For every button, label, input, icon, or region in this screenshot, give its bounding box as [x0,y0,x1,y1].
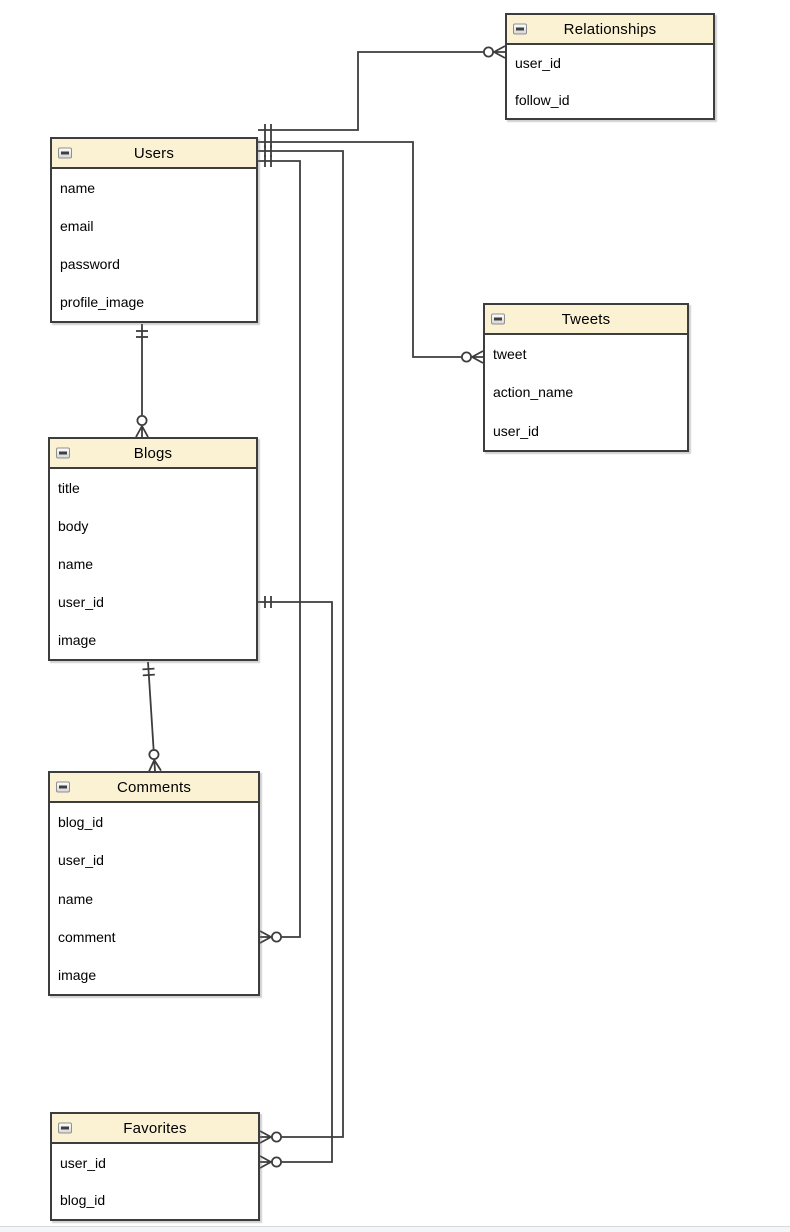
table-header-relationships[interactable]: Relationships [507,15,713,45]
field-blogs-user_id[interactable]: user_id [58,594,104,610]
connection-users-comments[interactable] [258,155,301,944]
field-blogs-name[interactable]: name [58,556,94,572]
collapse-minus-icon[interactable] [58,1122,72,1134]
collapse-minus-icon[interactable] [56,781,70,793]
table-header-users[interactable]: Users [52,139,256,169]
field-comments-name[interactable]: name [58,890,94,907]
table-tweets[interactable]: Tweets tweet action_name user_id [483,303,689,452]
field-comments-blog_id[interactable]: blog_id [58,814,104,831]
field-comments-comment[interactable]: comment [58,928,116,945]
field-blogs-image[interactable]: image [58,632,97,648]
table-header-comments[interactable]: Comments [50,773,258,803]
table-fields: user_id follow_id [507,45,713,118]
field-relationships-follow_id[interactable]: follow_id [515,91,570,108]
minus-glyph [59,785,67,789]
collapse-minus-icon[interactable] [513,23,527,35]
connection-users-tweets[interactable] [258,136,484,364]
connection-users-relationships[interactable] [258,45,506,136]
field-comments-image[interactable]: image [58,966,97,983]
canvas-bottom-edge [0,1226,790,1232]
connection-users-blogs[interactable] [135,324,149,438]
connection-blogs-comments[interactable] [142,661,162,772]
field-blogs-body[interactable]: body [58,518,89,534]
field-tweets-action_name[interactable]: action_name [493,384,574,401]
table-title: Relationships [563,20,657,38]
minus-glyph [59,451,67,455]
table-header-blogs[interactable]: Blogs [50,439,256,469]
minus-glyph [494,317,502,321]
field-comments-user_id[interactable]: user_id [58,852,104,869]
minus-glyph [516,27,524,31]
table-title: Users [133,144,175,162]
table-users[interactable]: Users name email password profile_image [50,137,258,323]
minus-glyph [61,151,69,155]
table-favorites[interactable]: Favorites user_id blog_id [50,1112,260,1221]
table-title: Favorites [123,1119,187,1137]
table-fields: user_id blog_id [52,1144,258,1219]
field-users-password[interactable]: password [60,256,120,272]
field-relationships-user_id[interactable]: user_id [515,55,561,72]
collapse-minus-icon[interactable] [58,147,72,159]
collapse-minus-icon[interactable] [56,447,70,459]
table-fields: name email password profile_image [52,169,256,321]
field-tweets-user_id[interactable]: user_id [493,422,539,439]
field-favorites-user_id[interactable]: user_id [60,1154,106,1171]
collapse-minus-icon[interactable] [491,313,505,325]
field-blogs-title[interactable]: title [58,480,80,496]
connection-blogs-favorites[interactable] [258,596,333,1169]
minus-glyph [61,1126,69,1130]
table-fields: tweet action_name user_id [485,335,687,450]
table-header-tweets[interactable]: Tweets [485,305,687,335]
table-header-favorites[interactable]: Favorites [52,1114,258,1144]
field-favorites-blog_id[interactable]: blog_id [60,1192,106,1209]
connection-users-favorites[interactable] [258,145,344,1144]
field-tweets-tweet[interactable]: tweet [493,346,527,363]
table-title: Blogs [133,444,173,462]
field-users-name[interactable]: name [60,180,96,196]
table-title: Comments [116,778,192,796]
table-title: Tweets [561,310,611,328]
field-users-profile_image[interactable]: profile_image [60,294,145,310]
field-users-email[interactable]: email [60,218,94,234]
